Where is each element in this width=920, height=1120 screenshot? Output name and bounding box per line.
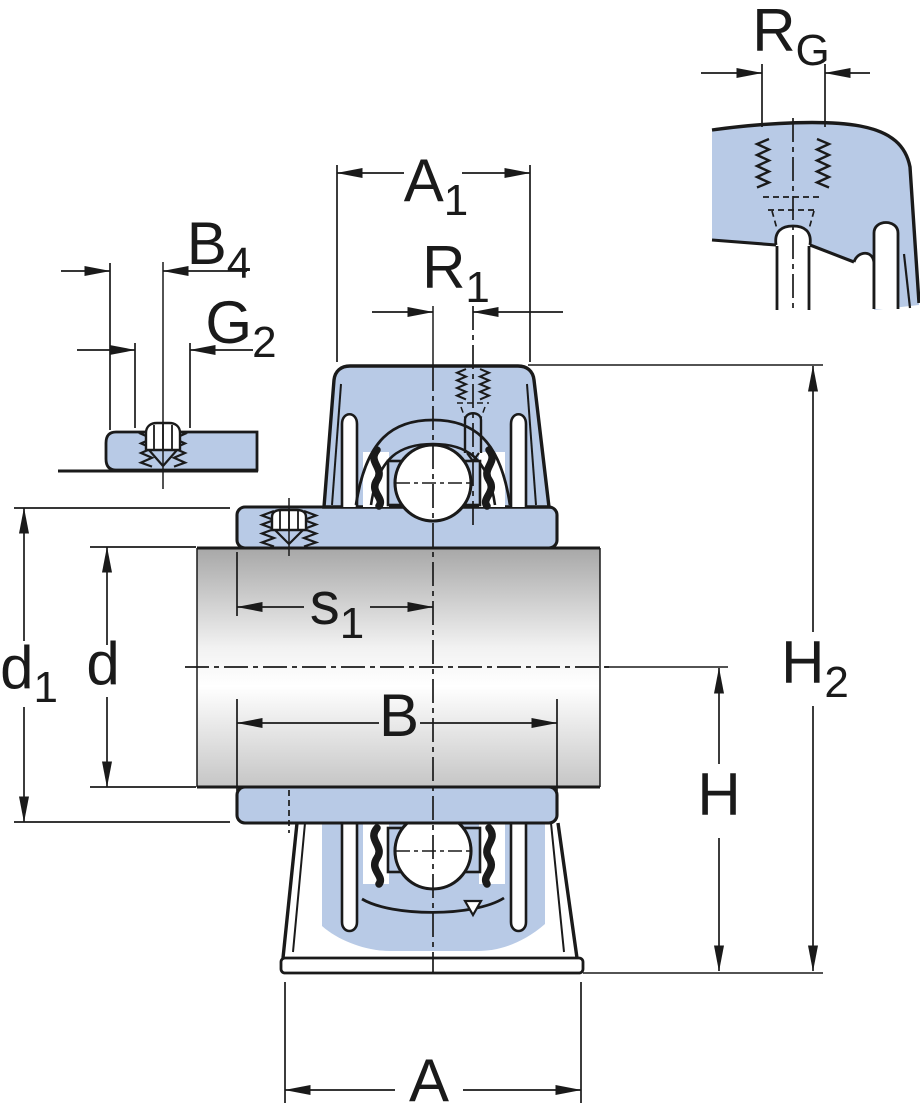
grease-tip [466, 452, 480, 463]
detail-slot [872, 221, 900, 309]
label-d1-main: d [0, 634, 34, 701]
label-b4-main: B [186, 210, 227, 277]
detail-screw-cone [148, 449, 178, 467]
label-r1-sub: 1 [465, 263, 490, 312]
seal-bottom-left [370, 824, 385, 888]
dim-label-r1: R1 [422, 238, 490, 310]
locking-collar-top [235, 498, 559, 556]
label-d1-sub: 1 [33, 663, 58, 712]
label-d-main: d [86, 630, 120, 697]
detail-wall-line [902, 253, 912, 309]
grease-countersink-hidden [460, 406, 486, 419]
dim-label-a: A [409, 1051, 449, 1120]
dimension-h2 [528, 364, 823, 974]
housing-base [279, 811, 585, 975]
grease-thread-right [477, 368, 492, 401]
cap-slot-left [340, 412, 359, 507]
dim-label-d1: d1 [0, 638, 58, 710]
label-h2-main: H [781, 629, 825, 696]
detail-ring-curve [852, 251, 876, 309]
dimension-d [90, 546, 196, 788]
dim-label-h2: H2 [781, 633, 849, 705]
seal-top-left [370, 446, 385, 510]
base-slot-right [509, 823, 528, 933]
grease-hole-detail [711, 118, 920, 313]
cap-inner-wall-right [526, 383, 537, 506]
label-g2-sub: 2 [252, 318, 277, 367]
base-plate [279, 956, 585, 975]
centerlines [185, 306, 610, 974]
label-b4-sub: 4 [226, 239, 252, 288]
label-g2-main: G [205, 289, 253, 356]
detail-cap-bottom-left [711, 238, 777, 247]
dim-label-g2: G2 [205, 293, 276, 365]
base-slot-left [340, 823, 359, 933]
dimension-a [284, 982, 582, 1103]
dim-label-d: d [86, 634, 119, 706]
grease-tube [463, 420, 483, 453]
label-a1-sub: 1 [443, 176, 469, 225]
cap-inner-wall-left [331, 383, 342, 506]
dim-label-b: B [379, 686, 419, 758]
dimension-rg [701, 64, 870, 127]
dimension-d1 [14, 507, 230, 823]
detail-cap-bottom-right [809, 243, 855, 264]
locking-collar-bottom [235, 785, 559, 833]
label-s1-sub: 1 [339, 599, 365, 648]
dimension-a1 [336, 165, 531, 362]
label-h-main: H [697, 761, 741, 828]
collar-bottom-section [235, 785, 559, 825]
dimensions [14, 64, 870, 1103]
dimension-s1 [236, 552, 434, 616]
label-rg-main: R [752, 0, 796, 64]
seal-top-right [481, 446, 496, 510]
outer-ring-arc-bottom [361, 896, 505, 914]
dim-label-h: H [697, 765, 740, 837]
label-a1-main: A [403, 147, 444, 214]
dimension-b [236, 699, 558, 791]
seal-bottom-right [481, 824, 496, 888]
base-notch [463, 899, 483, 918]
label-r1-main: R [422, 234, 466, 301]
base-outer-wall-right [556, 822, 579, 959]
collar-setscrew-detail [58, 262, 259, 489]
housing-cap [322, 364, 551, 523]
grease-thread-left [454, 368, 469, 401]
dim-label-b4: B4 [187, 214, 252, 286]
detail-cap-top-edge [711, 120, 920, 304]
label-a-main: A [408, 1047, 450, 1114]
setscrew-cone [274, 529, 304, 545]
label-s1-main: s [309, 570, 340, 637]
dim-label-s1: s1 [310, 574, 364, 646]
dimension-h [605, 666, 728, 972]
label-rg-sub: G [795, 26, 830, 75]
dimension-r1 [372, 306, 563, 366]
dim-label-rg: RG [752, 1, 830, 73]
dim-label-a1: A1 [404, 151, 469, 223]
cap-slot-right [509, 412, 528, 507]
detail-thread-left [754, 137, 772, 189]
base-outer-wall-left [281, 822, 299, 959]
detail-thread-right [814, 137, 832, 189]
dimension-g2 [77, 343, 253, 428]
base-inner-wall-right [550, 822, 565, 953]
label-b-main: B [378, 682, 420, 749]
base-inner-wall-left [292, 822, 306, 953]
detail-tube [775, 246, 811, 310]
label-h2-sub: 2 [824, 658, 849, 707]
